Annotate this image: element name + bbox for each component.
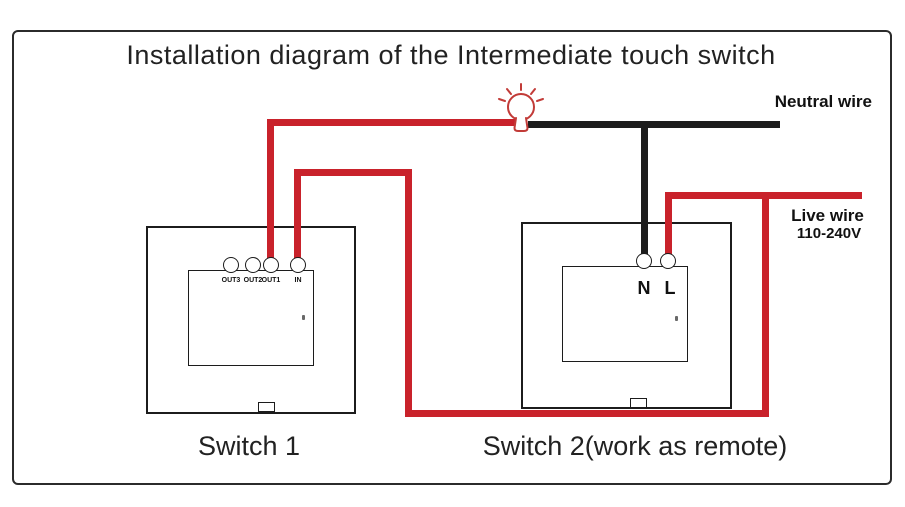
switch2-terminal-l <box>660 253 676 269</box>
live-wire-segment-in-vertical <box>294 169 301 263</box>
switch1-terminal-label-out2: OUT2 <box>243 277 263 284</box>
switch2-terminal-n <box>636 253 652 269</box>
switch1-module <box>188 270 314 366</box>
switch1-caption: Switch 1 <box>197 431 301 461</box>
live-wire-segment-out1-vertical <box>267 119 274 262</box>
live-wire-segment-upper-horizontal <box>294 169 412 176</box>
switch1-indicator-mark <box>302 315 305 320</box>
switch2-terminal-label-l: L <box>664 278 676 298</box>
switch2-module <box>562 266 688 362</box>
live-wire-segment-middle-vertical <box>405 169 412 417</box>
live-wire-segment-bulb-horizontal <box>267 119 520 126</box>
live-wire-label: Live wire <box>791 206 864 225</box>
switch1-terminal-label-out1: OUT1 <box>261 277 281 284</box>
switch2-caption: Switch 2(work as remote) <box>482 431 788 461</box>
neutral-wire-segment-N-vertical <box>641 121 648 257</box>
neutral-wire-label: Neutral wire <box>774 92 872 111</box>
switch1-bottom-notch <box>258 402 275 412</box>
live-wire-segment-bottom-horizontal <box>405 410 769 417</box>
switch2-indicator-mark <box>675 316 678 321</box>
switch1-terminal-in <box>290 257 306 273</box>
live-voltage-label: 110-240V <box>796 225 862 242</box>
light-bulb-icon <box>492 82 550 140</box>
switch1-terminal-out2 <box>245 257 261 273</box>
switch2-terminal-label-n: N <box>637 278 651 298</box>
switch1-terminal-out1 <box>263 257 279 273</box>
switch2-bottom-notch <box>630 398 647 408</box>
switch1-terminal-label-out3: OUT3 <box>221 277 241 284</box>
diagram-title: Installation diagram of the Intermediate… <box>126 40 776 70</box>
live-wire-segment-right-vertical <box>762 192 769 417</box>
live-wire-segment-L-vertical <box>665 192 672 255</box>
neutral-wire-segment-horizontal <box>528 121 780 128</box>
live-wire-segment-mains-horizontal <box>665 192 862 199</box>
switch1-terminal-label-in: IN <box>294 277 302 284</box>
switch1-terminal-out3 <box>223 257 239 273</box>
